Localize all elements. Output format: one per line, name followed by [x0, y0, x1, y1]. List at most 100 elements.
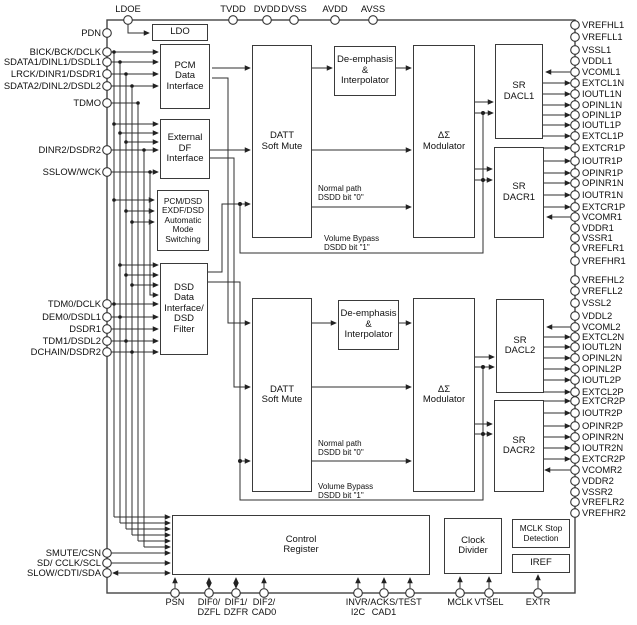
pin-label-opinr1n: OPINR1N: [582, 177, 624, 188]
block-ldo: LDO: [152, 24, 208, 41]
pin-label-opinr1p: OPINR1P: [582, 167, 624, 178]
pin-label-opinr2n: OPINR2N: [582, 431, 624, 442]
block-mclk-stop-detection: MCLK Stop Detection: [512, 519, 570, 548]
pin-label-vtsel: VTSEL: [474, 597, 504, 607]
bottom-pin-circles: [170, 588, 543, 598]
annotation-volume-bypass-2: Volume Bypass DSDD bit "1": [318, 482, 374, 500]
pin-label-extcr2p-b: EXTCR2P: [582, 453, 626, 464]
block-sr-dacr1: SR DACR1: [494, 147, 544, 238]
bottom-pin-wires: [172, 574, 541, 589]
pin-label-opinl1p: OPINL1P: [582, 109, 622, 120]
pin-label-psn: PSN: [165, 597, 185, 607]
block-clock-divider: Clock Divider: [444, 518, 502, 574]
pin-label-dvdd: DVDD: [253, 3, 281, 14]
pin-label-sdata2: SDATA2/DINL2/DSDL2: [3, 80, 101, 91]
pin-label-ioutr2p: IOUTR2P: [582, 407, 623, 418]
channel1-wires: [208, 65, 494, 464]
pin-circles: [102, 15, 580, 598]
block-datt-soft-mute-2: DATT Soft Mute: [252, 298, 312, 492]
pin-label-vssr1: VSSR1: [582, 232, 613, 243]
pin-label-vcoml1: VCOML1: [582, 66, 621, 77]
left-bus-wires: [111, 49, 171, 576]
block-sr-dacl2: SR DACL2: [496, 299, 544, 393]
annotation-volume-bypass-1: Volume Bypass DSDD bit "1": [324, 234, 380, 252]
block-datt-soft-mute-1: DATT Soft Mute: [252, 45, 312, 238]
pin-label-extcl2n: EXTCL2N: [582, 331, 625, 342]
pin-label-vssl1: VSSL1: [582, 44, 612, 55]
pin-label-vrefll1: VREFLL1: [582, 31, 623, 42]
pin-label-acks-cad1: ACKS/ CAD1: [370, 597, 398, 617]
pin-label-sdata1: SDATA1/DINL1/DSDL1: [3, 56, 101, 67]
pin-label-sd-cclk-scl: SD/ CCLK/SCL: [36, 557, 101, 568]
right-pin-circles: [570, 20, 580, 518]
pin-label-ioutl2p: IOUTL2P: [582, 374, 622, 385]
pin-label-slow-cdti-sda: SLOW/CDTI/SDA: [27, 567, 101, 578]
block-external-df-interface: External DF Interface: [160, 119, 210, 179]
pin-label-vcoml2: VCOML2: [582, 321, 621, 332]
pin-label-dif2-cad0: DIF2/ CAD0: [251, 597, 277, 617]
pin-label-extcl1p: EXTCL1P: [582, 130, 624, 141]
left-pin-circles: [102, 28, 112, 578]
pin-label-dinr2: DINR2/DSDR2: [38, 144, 101, 155]
pin-label-vreflr1: VREFLR1: [582, 242, 625, 253]
pin-label-dsdr1: DSDR1: [69, 323, 101, 334]
block-delta-sigma-modulator-1: ΔΣ Modulator: [413, 45, 475, 238]
pin-label-tdmo: TDMO: [73, 97, 101, 108]
block-dsd-data-interface: DSD Data Interface/ DSD Filter: [160, 263, 208, 355]
pin-label-extcr1p-a: EXTCR1P: [582, 142, 626, 153]
pin-label-opinr2p: OPINR2P: [582, 420, 624, 431]
pin-label-dif1-dzfr: DIF1/ DZFR: [223, 597, 249, 617]
block-control-register: Control Register: [172, 515, 430, 575]
pin-label-extcr1p-b: EXTCR1P: [582, 201, 626, 212]
block-iref: IREF: [512, 554, 570, 573]
pin-label-vddr2: VDDR2: [582, 475, 614, 486]
pin-label-lrck: LRCK/DINR1/DSDR1: [10, 68, 101, 79]
block-deemphasis-interpolator-1: De-emphasis & Interpolator: [334, 46, 396, 96]
dac-output-wires: [543, 69, 571, 473]
pin-label-pdn: PDN: [81, 27, 101, 38]
pin-label-opinl1n: OPINL1N: [582, 99, 623, 110]
pin-label-vcomr1: VCOMR1: [582, 211, 623, 222]
pin-label-vddl1: VDDL1: [582, 55, 613, 66]
pin-label-vrefhr1: VREFHR1: [582, 255, 626, 266]
pin-label-invr-i2c: INVR/ I2C: [345, 597, 371, 617]
pin-label-ioutr1p: IOUTR1P: [582, 155, 623, 166]
pin-label-ioutr2n: IOUTR2N: [582, 442, 624, 453]
pin-label-dif0-dzfl: DIF0/ DZFL: [197, 597, 221, 617]
pin-label-bick: BICK/BCK/DCLK: [29, 46, 101, 57]
pin-label-avss: AVSS: [360, 3, 386, 14]
pin-label-extcl1n: EXTCL1N: [582, 77, 625, 88]
annotation-normal-path-2: Normal path DSDD bit "0": [318, 439, 364, 457]
block-deemphasis-interpolator-2: De-emphasis & Interpolator: [338, 300, 399, 350]
pin-label-extcr2p-a: EXTCR2P: [582, 395, 626, 406]
pin-label-ioutr1n: IOUTR1N: [582, 189, 624, 200]
pin-label-vrefll2: VREFLL2: [582, 285, 623, 296]
block-pcm-data-interface: PCM Data Interface: [160, 44, 210, 109]
pin-label-smute: SMUTE/CSN: [45, 547, 101, 558]
ldo-wire: [127, 24, 150, 36]
pin-label-extr: EXTR: [525, 597, 551, 607]
annotation-normal-path-1: Normal path DSDD bit "0": [318, 184, 364, 202]
block-sr-dacr2: SR DACR2: [494, 400, 544, 492]
pin-label-ioutl1p: IOUTL1P: [582, 119, 622, 130]
pin-label-tdm1: TDM1/DSDL2: [42, 335, 101, 346]
pin-label-vreflr2: VREFLR2: [582, 496, 625, 507]
block-sr-dacl1: SR DACL1: [495, 44, 543, 139]
pin-label-mclk: MCLK: [447, 597, 473, 607]
pin-label-vssr2: VSSR2: [582, 486, 613, 497]
pin-label-dem0: DEM0/DSDL1: [42, 311, 101, 322]
pin-label-ioutl1n: IOUTL1N: [582, 88, 622, 99]
pin-label-avdd: AVDD: [322, 3, 348, 14]
pin-label-vrefhr2: VREFHR2: [582, 507, 626, 518]
junction-dots: [112, 50, 485, 463]
pin-label-vcomr2: VCOMR2: [582, 464, 623, 475]
pin-label-vrefhl2: VREFHL2: [582, 274, 625, 285]
pin-label-test: TEST: [398, 597, 422, 607]
pin-label-vddl2: VDDL2: [582, 310, 613, 321]
block-delta-sigma-modulator-2: ΔΣ Modulator: [413, 298, 475, 492]
pin-label-vrefhl1: VREFHL1: [582, 19, 625, 30]
pin-label-dchain: DCHAIN/DSDR2: [30, 346, 101, 357]
block-auto-mode-switching: PCM/DSD EXDF/DSD Automatic Mode Switchin…: [157, 190, 209, 251]
